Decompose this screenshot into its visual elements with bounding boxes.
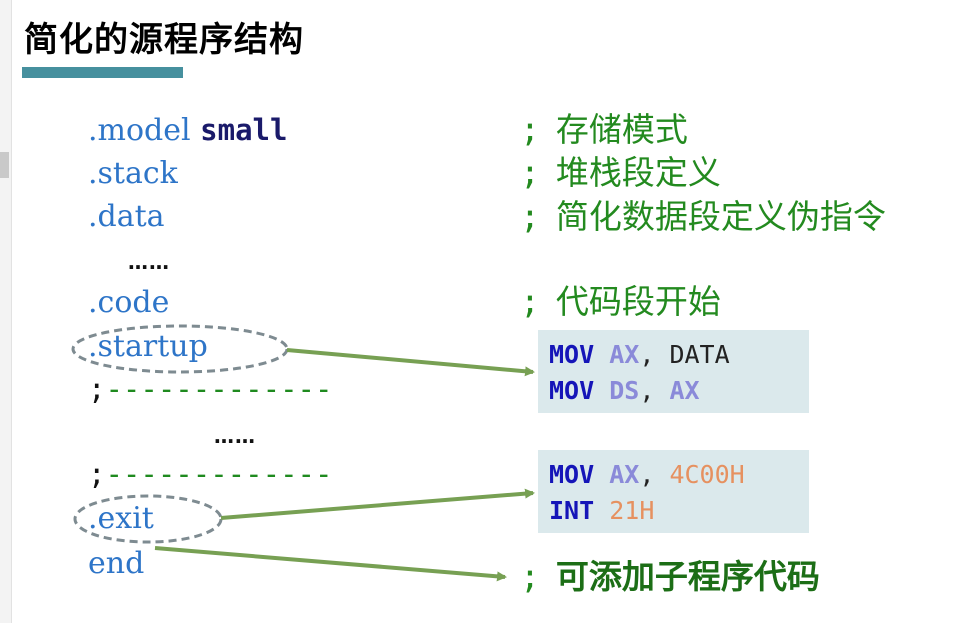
code-line-model: .model small bbox=[88, 116, 287, 146]
startup-line-2-op: MOV bbox=[549, 376, 595, 405]
startup-line-2: MOV DS, AX bbox=[549, 378, 700, 403]
comment-data-text: 简化数据段定义伪指令 bbox=[555, 197, 886, 236]
comment-stack-semicolon: ; bbox=[520, 153, 540, 192]
startup-line-1-reg: AX bbox=[609, 340, 640, 369]
comment-end: ; 可添加子程序代码 bbox=[520, 560, 820, 593]
startup-line-1: MOV AX, DATA bbox=[549, 342, 730, 367]
exit-line-1-sep: , bbox=[639, 460, 670, 489]
code-line-code: .code bbox=[88, 285, 170, 320]
comment-model-semicolon: ; bbox=[520, 110, 540, 149]
comment-model: ; 存储模式 bbox=[520, 113, 688, 146]
separator-2-semicolon: ; bbox=[88, 457, 106, 491]
comment-code-semicolon: ; bbox=[520, 282, 540, 321]
comment-stack-text: 堆栈段定义 bbox=[555, 153, 721, 192]
model-directive: .model bbox=[88, 113, 191, 148]
exit-line-1-op: MOV bbox=[549, 460, 595, 489]
exit-line-2: INT 21H bbox=[549, 498, 654, 523]
startup-line-2-arg: AX bbox=[669, 376, 700, 405]
comment-code-text: 代码段开始 bbox=[555, 282, 721, 321]
exit-line-2-op: INT bbox=[549, 496, 595, 525]
startup-line-2-reg: DS bbox=[609, 376, 640, 405]
startup-line-1-op: MOV bbox=[549, 340, 595, 369]
separator-1-dashes: ------------- bbox=[105, 372, 333, 406]
separator-line-2: ;------------- bbox=[88, 460, 332, 489]
title-underline bbox=[22, 67, 183, 78]
scroll-tab[interactable] bbox=[0, 152, 9, 178]
ellipsis-1: …… bbox=[128, 250, 170, 274]
page-title: 简化的源程序结构 bbox=[24, 20, 304, 60]
exit-line-1-reg: AX bbox=[609, 460, 640, 489]
exit-highlight-ellipse bbox=[73, 494, 223, 544]
comment-data: ; 简化数据段定义伪指令 bbox=[520, 200, 886, 233]
startup-expansion-box: MOV AX, DATA MOV DS, AX bbox=[538, 330, 809, 413]
startup-line-2-sep: , bbox=[639, 376, 670, 405]
code-line-startup: .startup bbox=[88, 329, 208, 364]
exit-line-2-arg: 21H bbox=[609, 496, 655, 525]
exit-arrow bbox=[220, 488, 535, 520]
comment-model-text: 存储模式 bbox=[555, 110, 688, 149]
exit-line-1-arg: 4C00H bbox=[669, 460, 745, 489]
comment-data-semicolon: ; bbox=[520, 197, 540, 236]
comment-end-semicolon: ; bbox=[520, 557, 540, 596]
code-line-end: end bbox=[88, 546, 145, 581]
comment-code: ; 代码段开始 bbox=[520, 285, 721, 318]
ellipsis-2: …… bbox=[214, 424, 256, 448]
startup-arrow bbox=[286, 348, 535, 377]
exit-expansion-box: MOV AX, 4C00H INT 21H bbox=[538, 450, 809, 533]
startup-line-1-sep: , bbox=[639, 340, 670, 369]
comment-stack: ; 堆栈段定义 bbox=[520, 156, 721, 189]
code-line-stack: .stack bbox=[88, 156, 178, 191]
code-line-data: .data bbox=[88, 199, 165, 234]
comment-end-text: 可添加子程序代码 bbox=[555, 557, 820, 596]
model-value: small bbox=[200, 113, 288, 147]
code-line-exit: .exit bbox=[88, 501, 154, 536]
separator-line-1: ;------------- bbox=[88, 375, 332, 404]
exit-line-1: MOV AX, 4C00H bbox=[549, 462, 745, 487]
startup-highlight-ellipse bbox=[71, 324, 289, 374]
separator-1-semicolon: ; bbox=[88, 372, 106, 406]
separator-2-dashes: ------------- bbox=[105, 457, 333, 491]
startup-line-1-arg: DATA bbox=[669, 340, 730, 369]
end-arrow bbox=[154, 546, 507, 582]
